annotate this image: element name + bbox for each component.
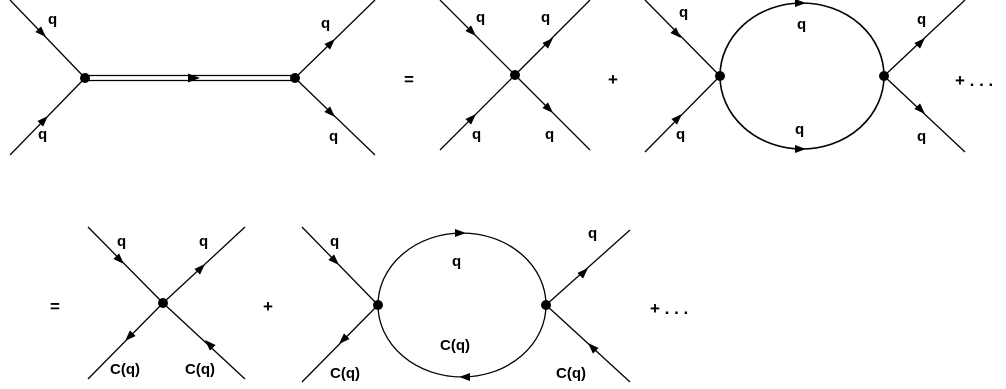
arrow-head bbox=[113, 253, 124, 264]
vertex-center bbox=[510, 70, 520, 80]
arrow-head bbox=[339, 333, 350, 344]
leg-top-right bbox=[883, 0, 966, 77]
label-q: q bbox=[472, 126, 481, 143]
leg-top-left bbox=[87, 226, 164, 304]
label-c-q: C(q) bbox=[330, 365, 360, 382]
leg-bottom-right bbox=[162, 302, 246, 380]
arrow-head bbox=[671, 114, 682, 125]
arrow-head bbox=[455, 229, 466, 237]
label-q: q bbox=[917, 11, 926, 28]
label-q: q bbox=[329, 128, 338, 145]
plus-sign: + bbox=[263, 297, 273, 316]
plus-ellipsis: + . . . bbox=[650, 299, 688, 318]
plus-ellipsis: + . . . bbox=[955, 71, 993, 90]
vertex-center bbox=[158, 298, 168, 308]
label-q: q bbox=[795, 121, 804, 138]
vertex-left bbox=[373, 300, 383, 310]
diagram-loop-bottom bbox=[301, 226, 631, 383]
equals-sign: = bbox=[404, 70, 414, 89]
label-q: q bbox=[48, 11, 57, 28]
vertex-left bbox=[80, 73, 90, 83]
label-q: q bbox=[330, 233, 339, 250]
arrow-head bbox=[542, 38, 553, 49]
label-q: q bbox=[117, 233, 126, 250]
arrow-head bbox=[328, 254, 339, 265]
leg-out-bottom-right bbox=[294, 77, 376, 156]
label-q: q bbox=[588, 225, 597, 242]
leg-in-top-left bbox=[9, 0, 86, 79]
leg-bottom-right bbox=[545, 304, 631, 383]
arrow-heads bbox=[35, 0, 925, 381]
equals-sign: = bbox=[50, 297, 60, 316]
arrow-head bbox=[542, 102, 553, 113]
arrow-head bbox=[465, 25, 476, 36]
leg-bottom-left bbox=[87, 302, 164, 380]
arrow-head bbox=[205, 340, 216, 351]
leg-top-left bbox=[439, 0, 516, 76]
label-c-q: C(q) bbox=[110, 361, 140, 378]
vertex-left bbox=[715, 71, 725, 81]
arrow-head bbox=[37, 116, 48, 127]
label-q: q bbox=[452, 253, 461, 270]
leg-top-right bbox=[514, 0, 591, 76]
leg-top-left bbox=[644, 0, 721, 77]
leg-bottom-left bbox=[644, 75, 721, 153]
plus-sign: + bbox=[608, 70, 618, 89]
label-c-q: C(q) bbox=[440, 337, 470, 354]
arrow-head bbox=[670, 27, 681, 38]
loop-bubble bbox=[377, 232, 547, 378]
label-c-q: C(q) bbox=[556, 365, 586, 382]
arrow-head bbox=[125, 330, 136, 341]
arrow-head bbox=[795, 0, 806, 7]
leg-top-right bbox=[545, 229, 631, 306]
vertex-right bbox=[879, 71, 889, 81]
arrow-head bbox=[459, 373, 470, 381]
arrow-head bbox=[324, 39, 335, 50]
diagram-vertex-bottom bbox=[87, 226, 246, 380]
label-q: q bbox=[797, 16, 806, 33]
arrow-head bbox=[194, 264, 205, 275]
arrow-head bbox=[188, 73, 200, 83]
arrow-head bbox=[465, 114, 476, 125]
arrow-head bbox=[577, 268, 588, 279]
arrow-head bbox=[35, 26, 46, 37]
leg-bottom-left bbox=[439, 74, 516, 151]
arrow-head bbox=[588, 343, 599, 354]
leg-bottom-right bbox=[883, 75, 966, 153]
arrow-head bbox=[914, 103, 925, 114]
label-q: q bbox=[476, 9, 485, 26]
label-q: q bbox=[917, 128, 926, 145]
label-q: q bbox=[38, 126, 47, 143]
vertex-right bbox=[541, 300, 551, 310]
label-q: q bbox=[321, 15, 330, 32]
arrow-head bbox=[795, 145, 806, 153]
label-q: q bbox=[199, 233, 208, 250]
leg-top-left bbox=[301, 226, 379, 306]
label-q: q bbox=[679, 4, 688, 21]
arrow-head bbox=[324, 106, 335, 117]
vertex-right bbox=[290, 73, 300, 83]
label-q: q bbox=[676, 126, 685, 143]
label-q: q bbox=[541, 9, 550, 26]
label-q: q bbox=[545, 126, 554, 143]
label-c-q: C(q) bbox=[185, 361, 215, 378]
diagram-vertex-top bbox=[439, 0, 591, 151]
arrow-head bbox=[914, 38, 925, 49]
